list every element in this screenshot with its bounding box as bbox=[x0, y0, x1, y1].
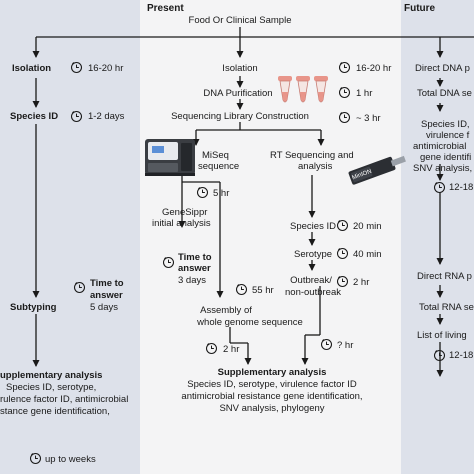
past-supp-line3: stance gene identification, bbox=[0, 406, 110, 417]
past-supp-title: upplementary analysis bbox=[0, 370, 103, 381]
present-assembly-time: 55 hr bbox=[252, 285, 274, 296]
test-tubes-icon bbox=[278, 76, 328, 103]
miseq-machine-icon bbox=[145, 139, 195, 176]
present-library-construction: Sequencing Library Construction bbox=[171, 111, 309, 122]
past-isolation: Isolation bbox=[12, 63, 52, 74]
past-isolation-time: 16-20 hr bbox=[88, 63, 124, 74]
present-column bbox=[140, 0, 401, 474]
future-total-dna: Total DNA se bbox=[417, 88, 472, 99]
minion-device-icon bbox=[348, 155, 406, 185]
present-miseq-time: 5 hr bbox=[213, 188, 230, 199]
present-supp-line2: antimicrobial resistance gene identifica… bbox=[181, 391, 363, 402]
present-miseq-2: sequence bbox=[198, 161, 240, 172]
present-species-time: 20 min bbox=[353, 221, 382, 232]
past-subtyping: Subtyping bbox=[10, 302, 57, 313]
future-column bbox=[401, 0, 474, 474]
future-time-2: 12-18 bbox=[449, 350, 474, 361]
past-answer-label-2: answer bbox=[90, 290, 123, 301]
present-rt-1: RT Sequencing and bbox=[270, 150, 354, 161]
future-direct-dna: Direct DNA p bbox=[415, 63, 470, 74]
future-species-5: SNV analysis, bbox=[413, 163, 473, 174]
root-sample: Food Or Clinical Sample bbox=[188, 15, 292, 26]
past-supp-line2: rulence factor ID, antimicrobial bbox=[0, 394, 129, 405]
present-species-id: Species ID bbox=[290, 221, 336, 232]
present-assembly-after-time: 2 hr bbox=[223, 344, 240, 355]
present-supp-line1: Species ID, serotype, virulence factor I… bbox=[187, 379, 357, 390]
present-assembly-2: whole genome sequence bbox=[197, 317, 303, 328]
present-supp-line3: SNV analysis, phylogeny bbox=[219, 403, 325, 414]
present-answer-1: Time to bbox=[178, 252, 212, 263]
present-outbreak-time: 2 hr bbox=[353, 277, 370, 288]
future-species-1: Species ID, bbox=[421, 119, 470, 130]
future-living: List of living bbox=[417, 330, 467, 341]
present-unknown-time: ? hr bbox=[337, 340, 354, 351]
past-supp-line1: Species ID, serotype, bbox=[6, 382, 97, 393]
present-serotype: Serotype bbox=[293, 249, 333, 260]
present-outbreak-2: non-outbreak bbox=[285, 287, 341, 298]
clock-icon bbox=[433, 349, 446, 362]
present-answer-2: answer bbox=[178, 263, 211, 274]
future-species-3: antimicrobial bbox=[413, 141, 467, 152]
past-column bbox=[0, 0, 140, 474]
present-genesippr-1: GeneSippr bbox=[162, 207, 208, 218]
present-genesippr-2: initial analysis bbox=[152, 218, 211, 229]
past-supp-time: up to weeks bbox=[45, 454, 96, 465]
present-assembly-1: Assembly of bbox=[200, 305, 252, 316]
present-serotype-time: 40 min bbox=[353, 249, 382, 260]
future-total-rna: Total RNA se bbox=[419, 302, 474, 313]
present-answer-time: 3 days bbox=[178, 275, 206, 286]
past-answer-time: 5 days bbox=[90, 302, 118, 313]
present-dna-purification: DNA Purification bbox=[203, 88, 273, 99]
present-isolation: Isolation bbox=[222, 63, 258, 74]
present-header: Present bbox=[147, 3, 184, 14]
future-header: Future bbox=[404, 3, 436, 14]
present-rt-2: analysis bbox=[298, 161, 333, 172]
past-species-time: 1-2 days bbox=[88, 111, 125, 122]
future-species-4: gene identifi bbox=[420, 152, 472, 163]
past-species-id: Species ID bbox=[10, 111, 59, 122]
present-dna-time: 1 hr bbox=[356, 88, 373, 99]
present-outbreak-1: Outbreak/ bbox=[290, 275, 332, 286]
present-isolation-time: 16-20 hr bbox=[356, 63, 392, 74]
present-supp-title: Supplementary analysis bbox=[217, 367, 327, 378]
future-species-2: virulence f bbox=[426, 130, 470, 141]
present-library-time: ~ 3 hr bbox=[356, 113, 381, 124]
future-time-1: 12-18 bbox=[449, 182, 474, 193]
future-direct-rna: Direct RNA p bbox=[417, 271, 472, 282]
past-answer-label-1: Time to bbox=[90, 278, 124, 289]
clock-icon bbox=[433, 181, 446, 194]
present-miseq-1: MiSeq bbox=[202, 150, 229, 161]
